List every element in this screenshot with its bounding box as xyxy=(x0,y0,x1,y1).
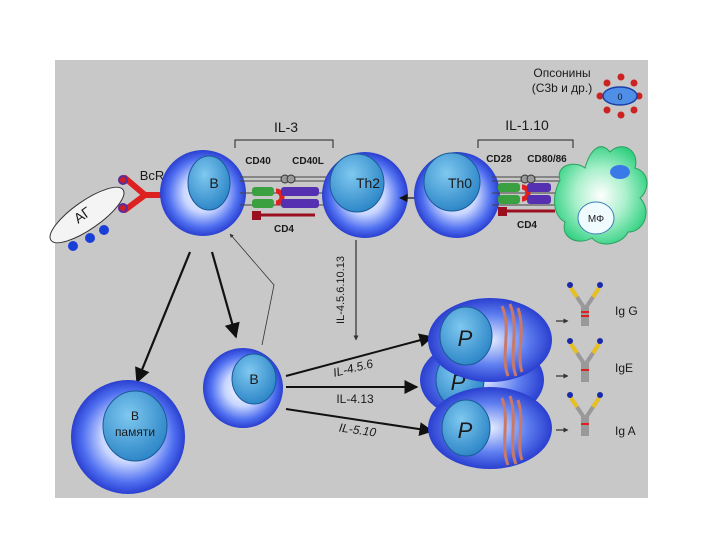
b-cell-label: B xyxy=(209,175,218,191)
plasma-cell-igg: P xyxy=(428,298,552,382)
b-cell-top: B xyxy=(160,150,246,236)
il110-bracket: IL-1.10 xyxy=(477,117,574,148)
antibody-iga: Ig A xyxy=(567,392,636,438)
b-mid-label: B xyxy=(249,371,258,387)
cd40-label: CD40 xyxy=(245,156,271,167)
cd8086-label: CD80/86 xyxy=(527,154,567,165)
b-to-memory-arrow xyxy=(135,251,192,384)
th0-cell: Th0 xyxy=(414,152,500,238)
b-to-b-arrow xyxy=(210,251,240,339)
antigen: АГ xyxy=(49,186,125,251)
opsonin-particle xyxy=(602,86,638,106)
opsonin-dots xyxy=(596,73,643,119)
antibody-ige: IgE xyxy=(567,338,633,382)
opsonins: Опсонины (C3b и др.) 0 xyxy=(532,66,643,119)
ige-label: IgE xyxy=(615,361,633,375)
il413-label: IL-4.13 xyxy=(336,392,374,406)
il-vertical-arrow: IL-4.5.6.10.13 xyxy=(335,240,359,341)
macrophage: MΦ xyxy=(554,146,648,245)
b-th2-synapse: CD40 CD40L CD4 xyxy=(240,156,330,235)
il3-bracket: IL-3 xyxy=(234,119,334,148)
plasma-cell-iga: P xyxy=(428,387,552,469)
th2-cell: Th2 xyxy=(322,152,408,238)
opsonin-center-label: 0 xyxy=(617,92,622,102)
feedback-arrow xyxy=(229,233,275,346)
il-vertical-label: IL-4.5.6.10.13 xyxy=(335,256,347,324)
antibody-arrows xyxy=(556,318,569,433)
il110-label: IL-1.10 xyxy=(505,117,549,133)
il510-label: IL-5.10 xyxy=(338,421,377,440)
bcr-label: BcR xyxy=(140,168,165,183)
cd40l-label: CD40L xyxy=(292,156,324,167)
iga-label: Ig A xyxy=(615,424,636,438)
macrophage-label: MΦ xyxy=(588,214,604,225)
opsonins-subtitle: (C3b и др.) xyxy=(532,81,592,95)
antibody-igg: Ig G xyxy=(567,282,638,326)
plasma-iga-label: P xyxy=(458,418,473,443)
igg-label: Ig G xyxy=(615,304,638,318)
cd28-label: CD28 xyxy=(486,154,512,165)
memory-label: памяти xyxy=(115,425,155,439)
cd4-left-label: CD4 xyxy=(274,224,294,235)
il456-label: IL-4.5.6 xyxy=(332,356,375,380)
plasma-igg-label: P xyxy=(458,326,473,351)
il3-label: IL-3 xyxy=(274,119,298,135)
cd4-right-label: CD4 xyxy=(517,220,537,231)
memory-b-cell: B памяти xyxy=(71,380,185,494)
memory-b-label: B xyxy=(131,409,139,423)
plasma-arrows: IL-4.5.6 IL-4.13 IL-5.10 xyxy=(285,333,434,440)
th0-macrophage-synapse: CD28 CD80/86 CD4 xyxy=(486,154,567,231)
th2-label: Th2 xyxy=(356,175,380,191)
opsonins-title: Опсонины xyxy=(533,66,590,80)
th0-label: Th0 xyxy=(448,175,472,191)
b-cell-middle: B xyxy=(203,348,283,428)
bcr-receptor: BcR xyxy=(118,168,173,213)
